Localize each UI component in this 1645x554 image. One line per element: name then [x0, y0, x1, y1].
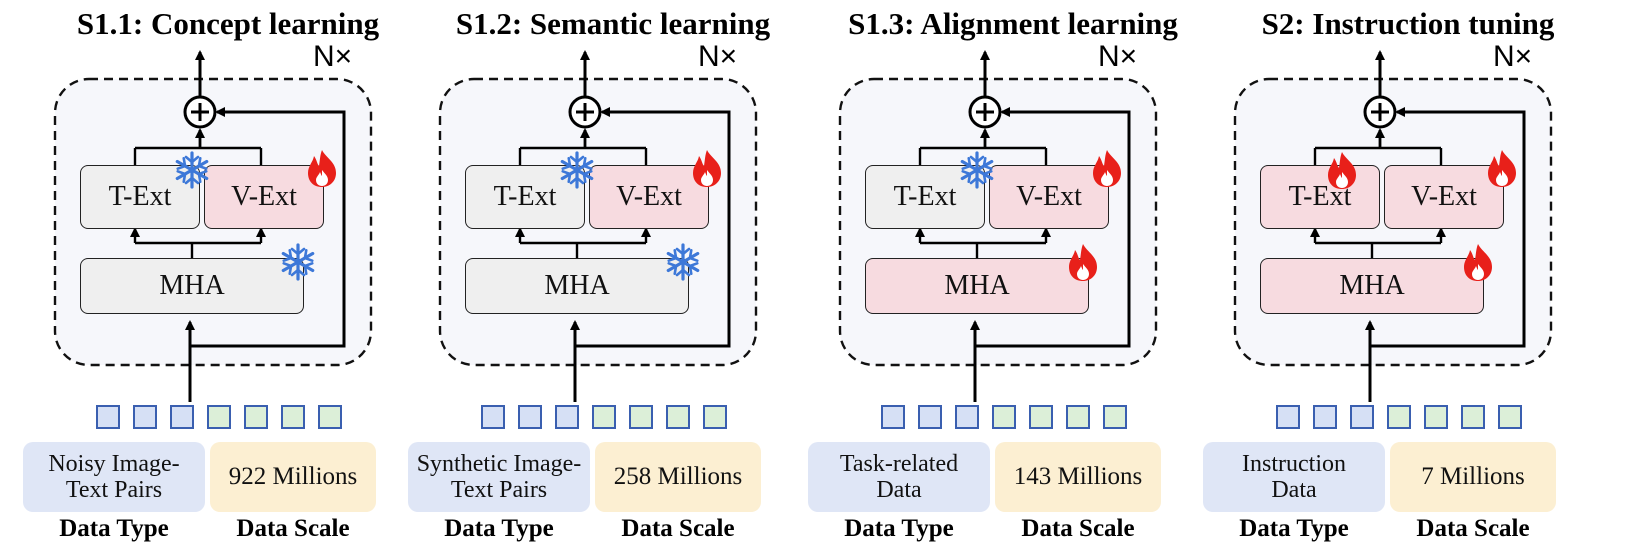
- mha-block: MHA: [865, 258, 1089, 314]
- data-type-caption: Data Type: [59, 515, 169, 542]
- v-ext-label: V-Ext: [616, 181, 682, 212]
- flame-icon: [303, 148, 341, 188]
- v-ext-block: V-Ext: [1384, 165, 1504, 229]
- repeat-count-label: N×: [698, 40, 738, 73]
- flame-icon: [688, 148, 726, 188]
- t-ext-block: T-Ext: [1260, 165, 1380, 229]
- repeat-count-label: N×: [1493, 40, 1533, 73]
- t-ext-label: T-Ext: [108, 181, 172, 212]
- mha-block: MHA: [465, 258, 689, 314]
- input-token: [133, 405, 157, 429]
- stage-title: S1.3: Alignment learning: [848, 6, 1178, 41]
- stage-title: S1.1: Concept learning: [76, 6, 380, 41]
- input-token: [170, 405, 194, 429]
- input-token: [592, 405, 616, 429]
- input-token: [281, 405, 305, 429]
- v-ext-block: V-Ext: [989, 165, 1109, 229]
- data-type-caption: Data Type: [844, 515, 954, 542]
- data-type-caption: Data Type: [1239, 515, 1349, 542]
- input-token: [518, 405, 542, 429]
- mha-block: MHA: [1260, 258, 1484, 314]
- data-type-value: Synthetic Image- Text Pairs: [408, 442, 590, 512]
- repeat-count-label: N×: [1098, 40, 1138, 73]
- input-token: [1350, 405, 1374, 429]
- flame-icon: [1459, 242, 1497, 282]
- snowflake-icon: [279, 242, 317, 282]
- input-token: [555, 405, 579, 429]
- input-token: [244, 405, 268, 429]
- mha-label: MHA: [1339, 270, 1405, 301]
- input-token: [318, 405, 342, 429]
- data-scale-caption: Data Scale: [1021, 515, 1135, 542]
- v-ext-label: V-Ext: [231, 181, 297, 212]
- stage-title: S2: Instruction tuning: [1261, 6, 1555, 41]
- input-token: [666, 405, 690, 429]
- mha-label: MHA: [159, 270, 225, 301]
- input-token: [1424, 405, 1448, 429]
- snowflake-icon: [558, 150, 596, 190]
- input-token: [1066, 405, 1090, 429]
- data-type-caption: Data Type: [444, 515, 554, 542]
- data-scale-caption: Data Scale: [1416, 515, 1530, 542]
- input-token: [1498, 405, 1522, 429]
- data-scale-caption: Data Scale: [621, 515, 735, 542]
- data-type-value: Instruction Data: [1203, 442, 1385, 512]
- v-ext-block: V-Ext: [204, 165, 324, 229]
- add-node-icon: [183, 95, 217, 129]
- data-scale-value: 258 Millions: [595, 442, 761, 512]
- residual-path: [975, 107, 1131, 348]
- input-token: [1029, 405, 1053, 429]
- mha-label: MHA: [944, 270, 1010, 301]
- v-ext-label: V-Ext: [1411, 181, 1477, 212]
- data-type-value: Task-related Data: [808, 442, 990, 512]
- add-node-icon: [568, 95, 602, 129]
- mha-label: MHA: [544, 270, 610, 301]
- input-token: [955, 405, 979, 429]
- add-node-icon: [1363, 95, 1397, 129]
- snowflake-icon: [958, 150, 996, 190]
- snowflake-icon: [664, 242, 702, 282]
- v-ext-block: V-Ext: [589, 165, 709, 229]
- add-node-icon: [968, 95, 1002, 129]
- v-ext-label: V-Ext: [1016, 181, 1082, 212]
- flame-icon: [1483, 148, 1521, 188]
- stage-title: S1.2: Semantic learning: [455, 6, 771, 41]
- repeat-count-label: N×: [313, 40, 353, 73]
- data-scale-value: 143 Millions: [995, 442, 1161, 512]
- input-token: [703, 405, 727, 429]
- data-scale-value: 922 Millions: [210, 442, 376, 512]
- input-token: [481, 405, 505, 429]
- input-token: [1387, 405, 1411, 429]
- residual-path: [1370, 107, 1526, 348]
- input-token: [1276, 405, 1300, 429]
- input-token: [1313, 405, 1337, 429]
- snowflake-icon: [173, 150, 211, 190]
- flame-icon: [1088, 148, 1126, 188]
- input-token: [992, 405, 1016, 429]
- input-token: [918, 405, 942, 429]
- flame-icon: [1064, 242, 1102, 282]
- stage-panel: S2: Instruction tuning N× T-Ext V-Ext MH…: [1203, 0, 1608, 554]
- stage-panel: S1.1: Concept learning N× T-Ext V-Ext MH…: [23, 0, 428, 554]
- data-scale-value: 7 Millions: [1390, 442, 1556, 512]
- mha-block: MHA: [80, 258, 304, 314]
- data-scale-caption: Data Scale: [236, 515, 350, 542]
- input-token: [207, 405, 231, 429]
- residual-path: [190, 107, 346, 348]
- stage-panel: S1.3: Alignment learning N× T-Ext V-Ext …: [808, 0, 1213, 554]
- input-token: [629, 405, 653, 429]
- flame-icon: [1323, 150, 1361, 190]
- input-token: [881, 405, 905, 429]
- stage-panel: S1.2: Semantic learning N× T-Ext V-Ext M…: [408, 0, 813, 554]
- input-token: [1461, 405, 1485, 429]
- input-token: [1103, 405, 1127, 429]
- t-ext-label: T-Ext: [493, 181, 557, 212]
- residual-path: [575, 107, 731, 348]
- t-ext-label: T-Ext: [893, 181, 957, 212]
- data-type-value: Noisy Image- Text Pairs: [23, 442, 205, 512]
- input-token: [96, 405, 120, 429]
